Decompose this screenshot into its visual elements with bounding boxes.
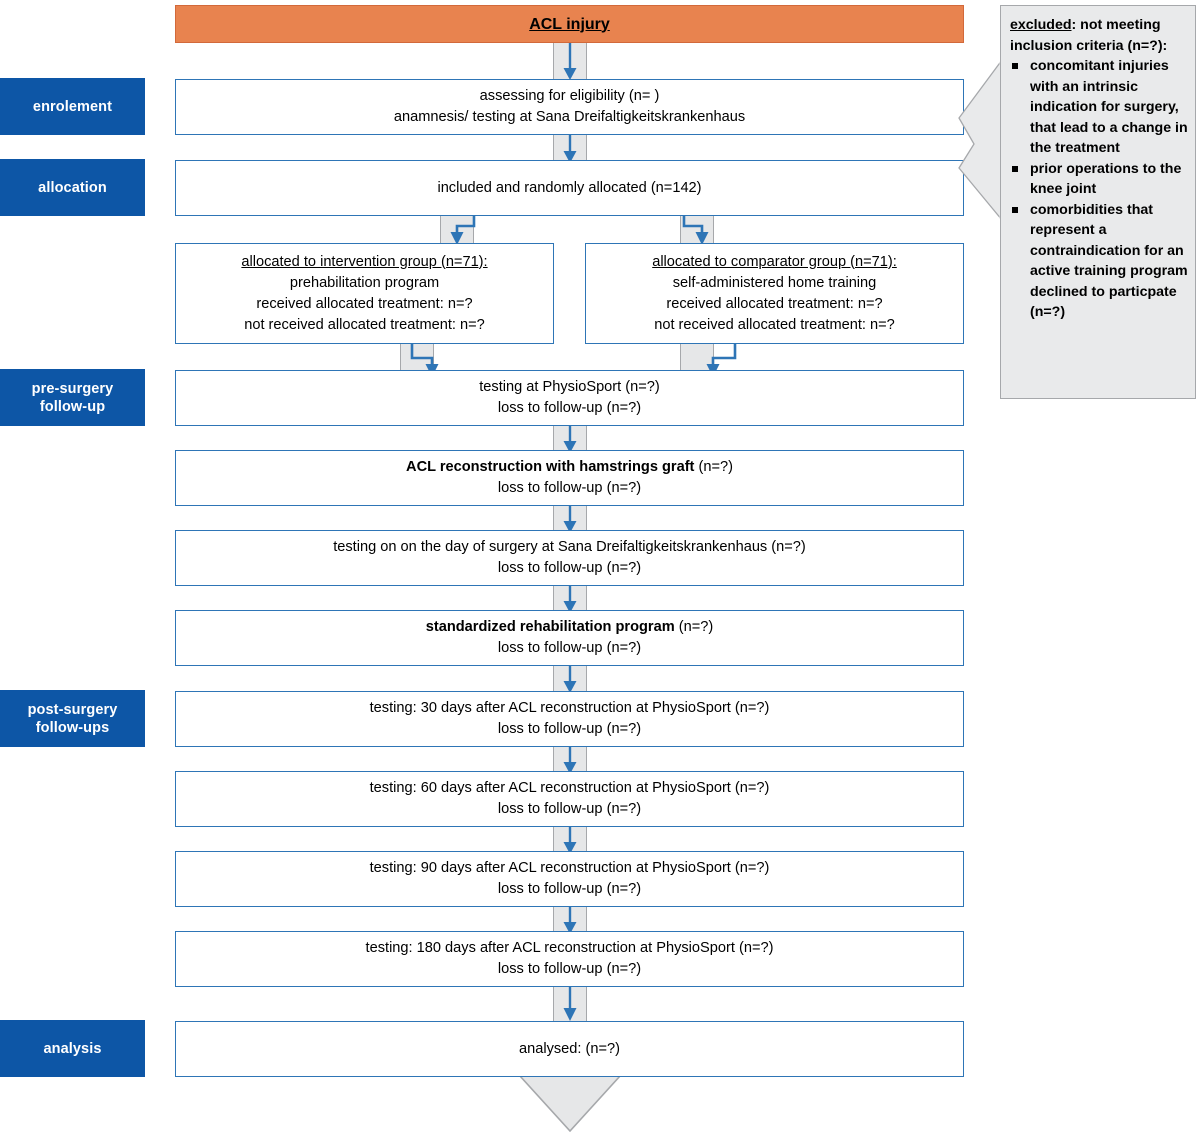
- node-acl-reconstruction-line1-tail: (n=?): [694, 459, 733, 475]
- callout-excluded-item-text: concomitant injuries with an intrinsic i…: [1030, 58, 1188, 156]
- node-acl-injury-label: ACL injury: [529, 15, 610, 33]
- node-comparator-group: allocated to comparator group (n=71): se…: [585, 243, 964, 344]
- node-surgery-day-testing-line2: loss to follow-up (n=?): [497, 560, 642, 576]
- callout-excluded-item: concomitant injuries with an intrinsic i…: [1010, 56, 1188, 159]
- node-standardized-rehabilitation: standardized rehabilitation program (n=?…: [175, 610, 964, 666]
- arrow-test90-to-test180: [563, 904, 577, 934]
- arrow-allocated-to-comparator: [682, 213, 709, 245]
- arrow-eligibility-to-allocated: [563, 133, 577, 163]
- stage-chip-pre-surgery-line1: pre-surgery: [31, 380, 114, 397]
- callout-excluded-title-underlined: excluded: [1010, 17, 1072, 33]
- node-intervention-group: allocated to intervention group (n=71): …: [175, 243, 554, 344]
- arrow-test180-to-analysed: [563, 985, 577, 1021]
- stage-chip-post-surgery-line2: follow-ups: [35, 719, 110, 736]
- node-comparator-group-line2: self-administered home training: [672, 274, 877, 291]
- node-testing-90-days-line2: loss to follow-up (n=?): [497, 881, 642, 897]
- node-standardized-rehabilitation-line2: loss to follow-up (n=?): [497, 640, 642, 656]
- node-acl-injury: ACL injury: [175, 5, 964, 43]
- node-presurgery-testing-line2: loss to follow-up (n=?): [497, 400, 642, 416]
- node-comparator-group-line3: received allocated treatment: n=?: [666, 295, 883, 312]
- callout-tail-icon: [958, 60, 1003, 220]
- callout-excluded: excluded: not meeting inclusion criteria…: [1000, 5, 1196, 399]
- node-acl-reconstruction-line1: ACL reconstruction with hamstrings graft…: [406, 457, 733, 478]
- node-testing-90-days: testing: 90 days after ACL reconstructio…: [175, 851, 964, 907]
- arrow-test60-to-test90: [563, 824, 577, 854]
- stage-chip-pre-surgery-line2: follow-up: [39, 398, 106, 415]
- stage-chip-analysis: analysis: [0, 1020, 145, 1077]
- node-included-randomly-allocated: included and randomly allocated (n=142): [175, 160, 964, 216]
- callout-excluded-background: [1000, 5, 1196, 399]
- stage-chip-allocation: allocation: [0, 159, 145, 216]
- node-intervention-group-line3: received allocated treatment: n=?: [256, 295, 473, 312]
- stage-chip-post-surgery-line1: post-surgery: [27, 701, 118, 718]
- node-comparator-group-line4: not received allocated treatment: n=?: [654, 316, 895, 333]
- square-bullet-icon: [1012, 63, 1018, 69]
- callout-excluded-title: excluded: not meeting inclusion criteria…: [1010, 15, 1188, 56]
- node-surgery-day-testing-line1: testing on on the day of surgery at Sana…: [333, 539, 806, 555]
- node-assessing-eligibility-line1: assessing for eligibility (n= ): [479, 88, 660, 104]
- terminal-arrow-icon: [519, 1075, 621, 1132]
- arrow-allocated-to-intervention: [450, 213, 476, 245]
- connector-band-allocated-split-right: [680, 212, 714, 244]
- node-standardized-rehabilitation-line1-bold: standardized rehabilitation program: [425, 619, 675, 635]
- arrow-test30-to-test60: [563, 744, 577, 774]
- node-testing-30-days-line1: testing: 30 days after ACL reconstructio…: [369, 700, 770, 716]
- stage-chip-post-surgery-follow-ups: post-surgery follow-ups: [0, 690, 145, 747]
- square-bullet-icon: [1012, 206, 1018, 213]
- arrow-rehab-to-test30: [563, 663, 577, 693]
- stage-chip-pre-surgery-follow-up: pre-surgery follow-up: [0, 369, 145, 426]
- node-comparator-group-line1: allocated to comparator group (n=71):: [652, 253, 897, 270]
- node-included-randomly-allocated-line1: included and randomly allocated (n=142): [437, 179, 702, 196]
- node-assessing-eligibility-line2: anamnesis/ testing at Sana Dreifaltigkei…: [393, 109, 746, 125]
- arrow-reconstruction-to-surgeryday: [563, 503, 577, 533]
- callout-excluded-item: prior operations to the knee joint: [1010, 159, 1188, 200]
- node-testing-90-days-line1: testing: 90 days after ACL reconstructio…: [369, 860, 770, 876]
- node-testing-30-days-line2: loss to follow-up (n=?): [497, 721, 642, 737]
- callout-excluded-item-text: comorbidities that represent a contraind…: [1030, 201, 1188, 321]
- arrow-header-to-eligibility: [563, 42, 577, 80]
- node-intervention-group-line1: allocated to intervention group (n=71):: [241, 253, 488, 270]
- node-assessing-eligibility: assessing for eligibility (n= ) anamnesi…: [175, 79, 964, 135]
- node-acl-reconstruction-line1-bold: ACL reconstruction with hamstrings graft: [406, 459, 695, 475]
- node-acl-reconstruction: ACL reconstruction with hamstrings graft…: [175, 450, 964, 506]
- node-standardized-rehabilitation-line1: standardized rehabilitation program (n=?…: [426, 617, 713, 638]
- node-analysed-line1: analysed: (n=?): [518, 1040, 620, 1057]
- node-surgery-day-testing: testing on on the day of surgery at Sana…: [175, 530, 964, 586]
- node-acl-reconstruction-line2: loss to follow-up (n=?): [497, 480, 642, 496]
- node-testing-60-days-line2: loss to follow-up (n=?): [497, 801, 642, 817]
- callout-excluded-item-text: prior operations to the knee joint: [1030, 160, 1182, 198]
- arrow-presurgery-to-reconstruction: [563, 423, 577, 453]
- callout-excluded-item: comorbidities that represent a contraind…: [1010, 200, 1188, 323]
- node-testing-180-days: testing: 180 days after ACL reconstructi…: [175, 931, 964, 987]
- node-standardized-rehabilitation-line1-tail: (n=?): [674, 619, 714, 635]
- node-testing-180-days-line2: loss to follow-up (n=?): [497, 961, 642, 977]
- callout-excluded-title-rest: : not meeting inclusion criteria (n=?):: [1010, 17, 1168, 54]
- node-testing-30-days: testing: 30 days after ACL reconstructio…: [175, 691, 964, 747]
- stage-chip-enrolement: enrolement: [0, 78, 145, 135]
- callout-excluded-list: concomitant injuries with an intrinsic i…: [1010, 56, 1188, 323]
- node-presurgery-testing-line1: testing at PhysioSport (n=?): [479, 379, 660, 395]
- square-bullet-icon: [1012, 165, 1018, 172]
- node-testing-60-days: testing: 60 days after ACL reconstructio…: [175, 771, 964, 827]
- node-analysed: analysed: (n=?): [175, 1021, 964, 1077]
- callout-excluded-content: excluded: not meeting inclusion criteria…: [1000, 5, 1196, 331]
- stage-chip-enrolement-label: enrolement: [32, 98, 113, 115]
- arrow-surgeryday-to-rehab: [563, 583, 577, 613]
- stage-chip-allocation-label: allocation: [38, 179, 107, 196]
- node-testing-180-days-line1: testing: 180 days after ACL reconstructi…: [365, 940, 774, 956]
- node-intervention-group-line4: not received allocated treatment: n=?: [244, 316, 485, 333]
- stage-chip-analysis-label: analysis: [43, 1040, 102, 1057]
- node-testing-60-days-line1: testing: 60 days after ACL reconstructio…: [369, 780, 770, 796]
- node-intervention-group-line2: prehabilitation program: [289, 274, 440, 291]
- node-presurgery-testing: testing at PhysioSport (n=?) loss to fol…: [175, 370, 964, 426]
